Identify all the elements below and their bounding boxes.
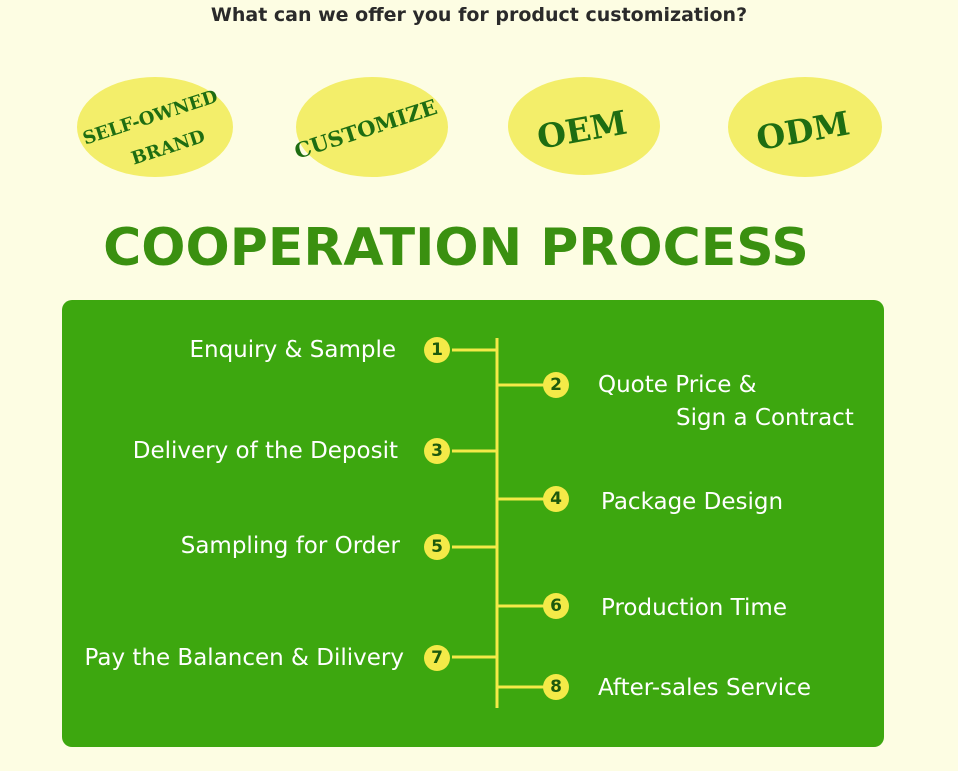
step-8-label: After-sales Service	[598, 675, 811, 701]
offer-ovals: SELF-OWNED BRAND CUSTOMIZE OEM ODM	[77, 77, 882, 177]
step-6-label: Production Time	[601, 595, 787, 621]
offer-customize: CUSTOMIZE	[291, 77, 448, 177]
step-2-badge: 2	[543, 372, 569, 398]
step-5-badge: 5	[424, 534, 450, 560]
step-7-label: Pay the Balancen & Dilivery	[84, 645, 404, 671]
offer-question: What can we offer you for product custom…	[210, 4, 748, 26]
process-title: COOPERATION PROCESS	[103, 218, 809, 278]
step-4-badge: 4	[543, 486, 569, 512]
step-6-badge: 6	[543, 593, 569, 619]
step-8-badge: 8	[543, 674, 569, 700]
step-3-label: Delivery of the Deposit	[132, 438, 398, 464]
step-7-badge: 7	[424, 645, 450, 671]
offer-self-owned-brand: SELF-OWNED BRAND	[77, 77, 233, 177]
offer-oem: OEM	[508, 77, 660, 175]
step-5-label: Sampling for Order	[180, 533, 400, 559]
step-1-badge: 1	[424, 337, 450, 363]
step-2-label-line2: Sign a Contract	[676, 405, 854, 431]
step-4-label: Package Design	[601, 489, 784, 515]
offer-odm: ODM	[728, 77, 882, 177]
process-panel	[62, 300, 884, 747]
step-3-badge: 3	[424, 438, 450, 464]
step-1-label: Enquiry & Sample	[189, 337, 396, 363]
step-2-label: Quote Price &	[598, 372, 757, 398]
